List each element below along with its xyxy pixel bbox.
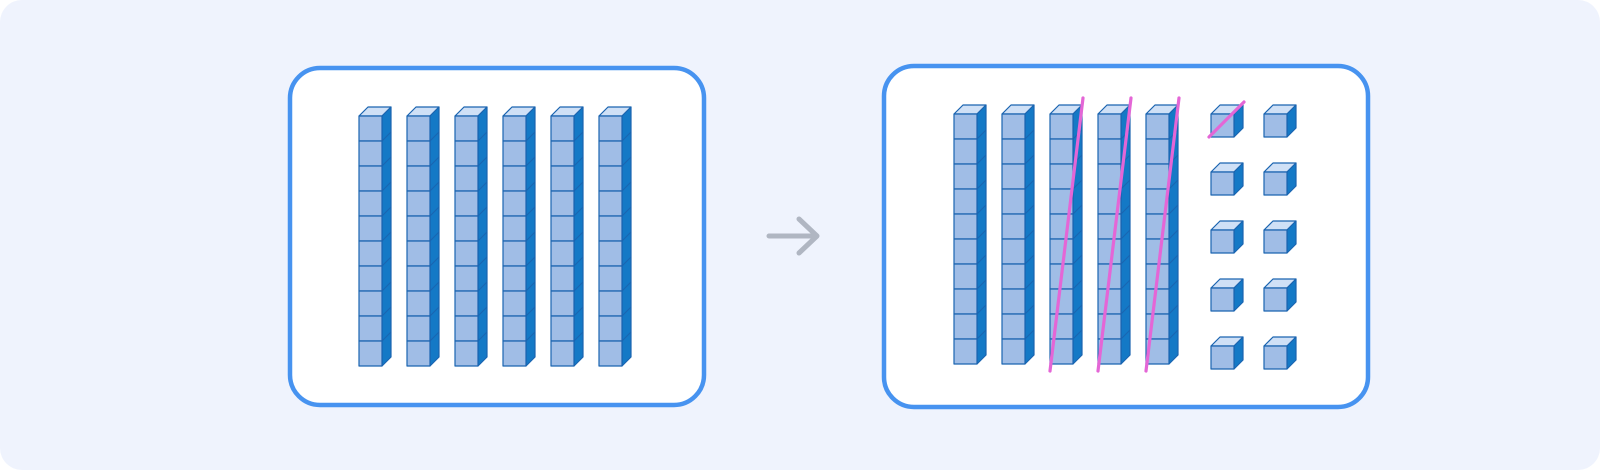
tens-rod [406,106,440,367]
unit-cube [1263,336,1297,370]
tens-rod [358,106,392,367]
left-panel [287,65,707,408]
cross-out-marks [1048,96,1246,373]
tens-rod [550,106,584,367]
cross-out-line [1096,96,1133,373]
tens-rod [454,106,488,367]
unit-cube [1210,336,1244,370]
unit-cube [1263,278,1297,312]
tens-rod [598,106,632,367]
unit-cube [1263,104,1297,138]
tens-rod [502,106,536,367]
unit-cube [1210,278,1244,312]
tens-rod [1049,104,1083,365]
left-tens-rods [358,106,632,367]
unit-cube [1210,162,1244,196]
right-tens-rods [953,104,1179,365]
tens-rod [953,104,987,365]
cross-out-line [1144,96,1181,373]
cross-out-line [1207,100,1246,139]
tens-rod [1097,104,1131,365]
right-arrow-icon [766,216,820,256]
unit-cube [1263,220,1297,254]
tens-rod [1001,104,1035,365]
right-unit-cubes [1210,104,1297,370]
cross-out-line [1048,96,1085,373]
unit-cube [1263,162,1297,196]
unit-cube [1210,220,1244,254]
